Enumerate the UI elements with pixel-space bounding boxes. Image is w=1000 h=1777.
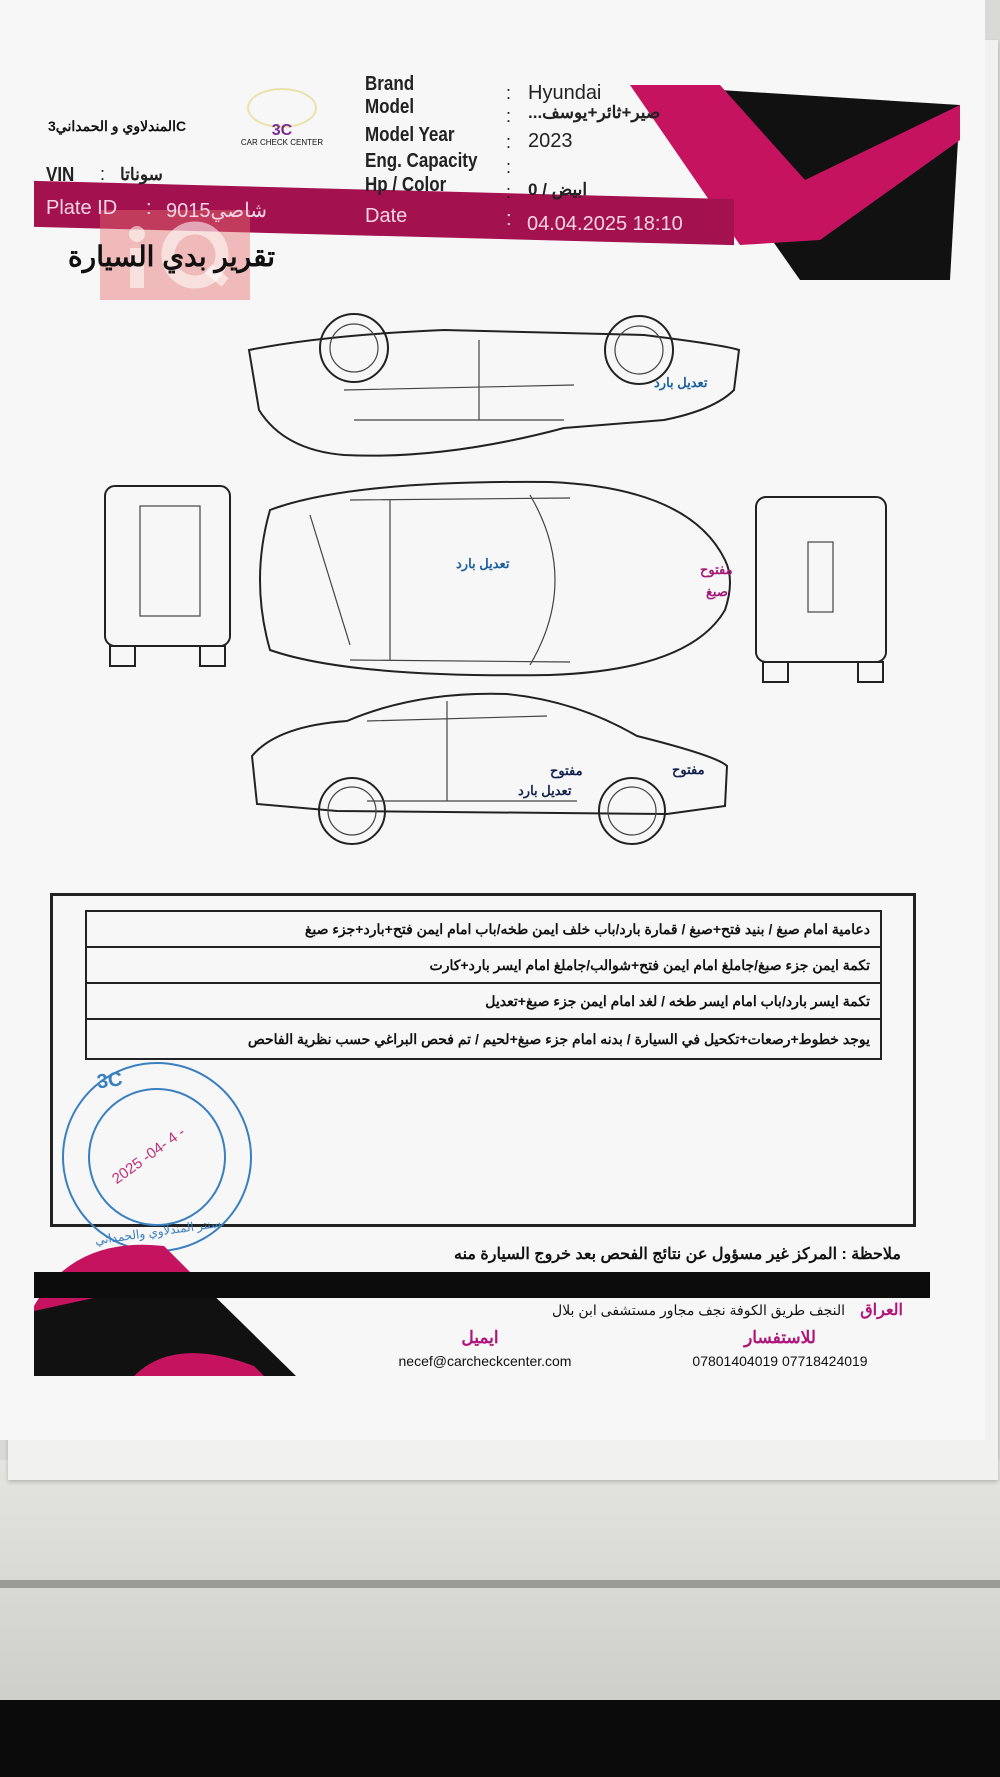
colon: : — [506, 83, 512, 103]
car-front-view — [755, 496, 887, 683]
findings-row: يوجد خطوط+رصعات+تكحيل في السيارة / بدنه … — [85, 1018, 882, 1060]
annotation-hood-open: مفتوح — [700, 562, 733, 577]
annotation-door-cold-repair: تعديل بارد — [518, 783, 572, 798]
logo-mark: 3C — [271, 122, 293, 139]
hp-color-label: Hp / Color — [365, 174, 447, 196]
car-rear-view — [104, 485, 231, 667]
logo: 3C CAR CHECK CENTER — [232, 88, 332, 148]
model-label: Model — [365, 96, 415, 118]
model-year-value: 2023 — [528, 130, 573, 152]
watermark — [100, 210, 250, 300]
report-title: تقرير بدي السيارة — [68, 241, 276, 272]
phone-numbers[interactable]: 07801404019 07718424019 — [692, 1353, 868, 1369]
annotation-rear-quarter: تعديل بارد — [654, 375, 708, 390]
floor — [0, 1700, 1000, 1777]
findings-row: دعامية امام صبغ / بنيد فتح+صبغ / قمارة ب… — [85, 910, 882, 948]
desk-edge — [0, 1580, 1000, 1588]
engine-capacity-label: Eng. Capacity — [365, 150, 478, 172]
country-label: العراق — [860, 1302, 903, 1319]
date-value: 04.04.2025 18:10 — [527, 213, 683, 235]
colon: : — [506, 132, 512, 152]
plate-colon: : — [146, 197, 152, 219]
inquiry-label: للاستفسار — [744, 1328, 816, 1347]
hp-color-value: ابيض / 0 — [528, 180, 588, 199]
disclaimer-note: ملاحظة : المركز غير مسؤول عن نتائج الفحص… — [454, 1246, 901, 1263]
colon: : — [506, 157, 512, 177]
email-address[interactable]: necef@carcheckcenter.com — [398, 1353, 572, 1369]
vin-label: VIN — [46, 164, 75, 186]
stamp-logo: 3C — [95, 1068, 124, 1094]
annotation-roof: تعديل بارد — [456, 556, 510, 571]
vin-colon: : — [100, 164, 106, 184]
plate-label: Plate ID — [46, 197, 118, 219]
brand-label: Brand — [365, 73, 415, 95]
annotation-fender-open: مفتوح — [672, 762, 705, 777]
brand-value: Hyundai — [528, 82, 602, 104]
model-value: ...صير+ثائر+يوسف — [528, 103, 661, 122]
model-year-label: Model Year — [365, 124, 455, 146]
center-name: المندلاوي و الحمداني3C — [48, 118, 187, 134]
findings-row: تكمة ايسر بارد/باب امام ايسر طخه / لغد ا… — [85, 982, 882, 1020]
annotation-door-open: مفتوح — [550, 763, 583, 778]
colon: : — [506, 182, 512, 202]
date-colon: : — [506, 208, 512, 230]
inspection-report-page: المندلاوي و الحمداني3C 3C CAR CHECK CENT… — [0, 0, 985, 1440]
date-label: Date — [365, 205, 408, 227]
findings-row: تكمة ايمن جزء صبغ/جاملغ امام ايمن فتح+شو… — [85, 946, 882, 984]
footer-decoration — [34, 1236, 296, 1378]
address: النجف طريق الكوفة نجف مجاور مستشفى ابن ب… — [552, 1302, 845, 1318]
colon: : — [506, 106, 512, 126]
car-top-view — [259, 480, 731, 677]
car-logo-icon — [247, 88, 317, 128]
car-side-view-upper — [247, 313, 741, 457]
header-decoration — [630, 85, 960, 280]
logo-subtitle: CAR CHECK CENTER — [240, 138, 324, 147]
annotation-hood-paint: صبغ — [706, 584, 728, 599]
email-label: ايميل — [461, 1328, 499, 1347]
vin-value: سوناتا — [120, 165, 163, 184]
car-side-view-lower — [250, 692, 729, 845]
plate-value: 9015شاصي — [166, 200, 268, 222]
footer-bar — [34, 1272, 930, 1298]
findings-box — [50, 893, 916, 1227]
